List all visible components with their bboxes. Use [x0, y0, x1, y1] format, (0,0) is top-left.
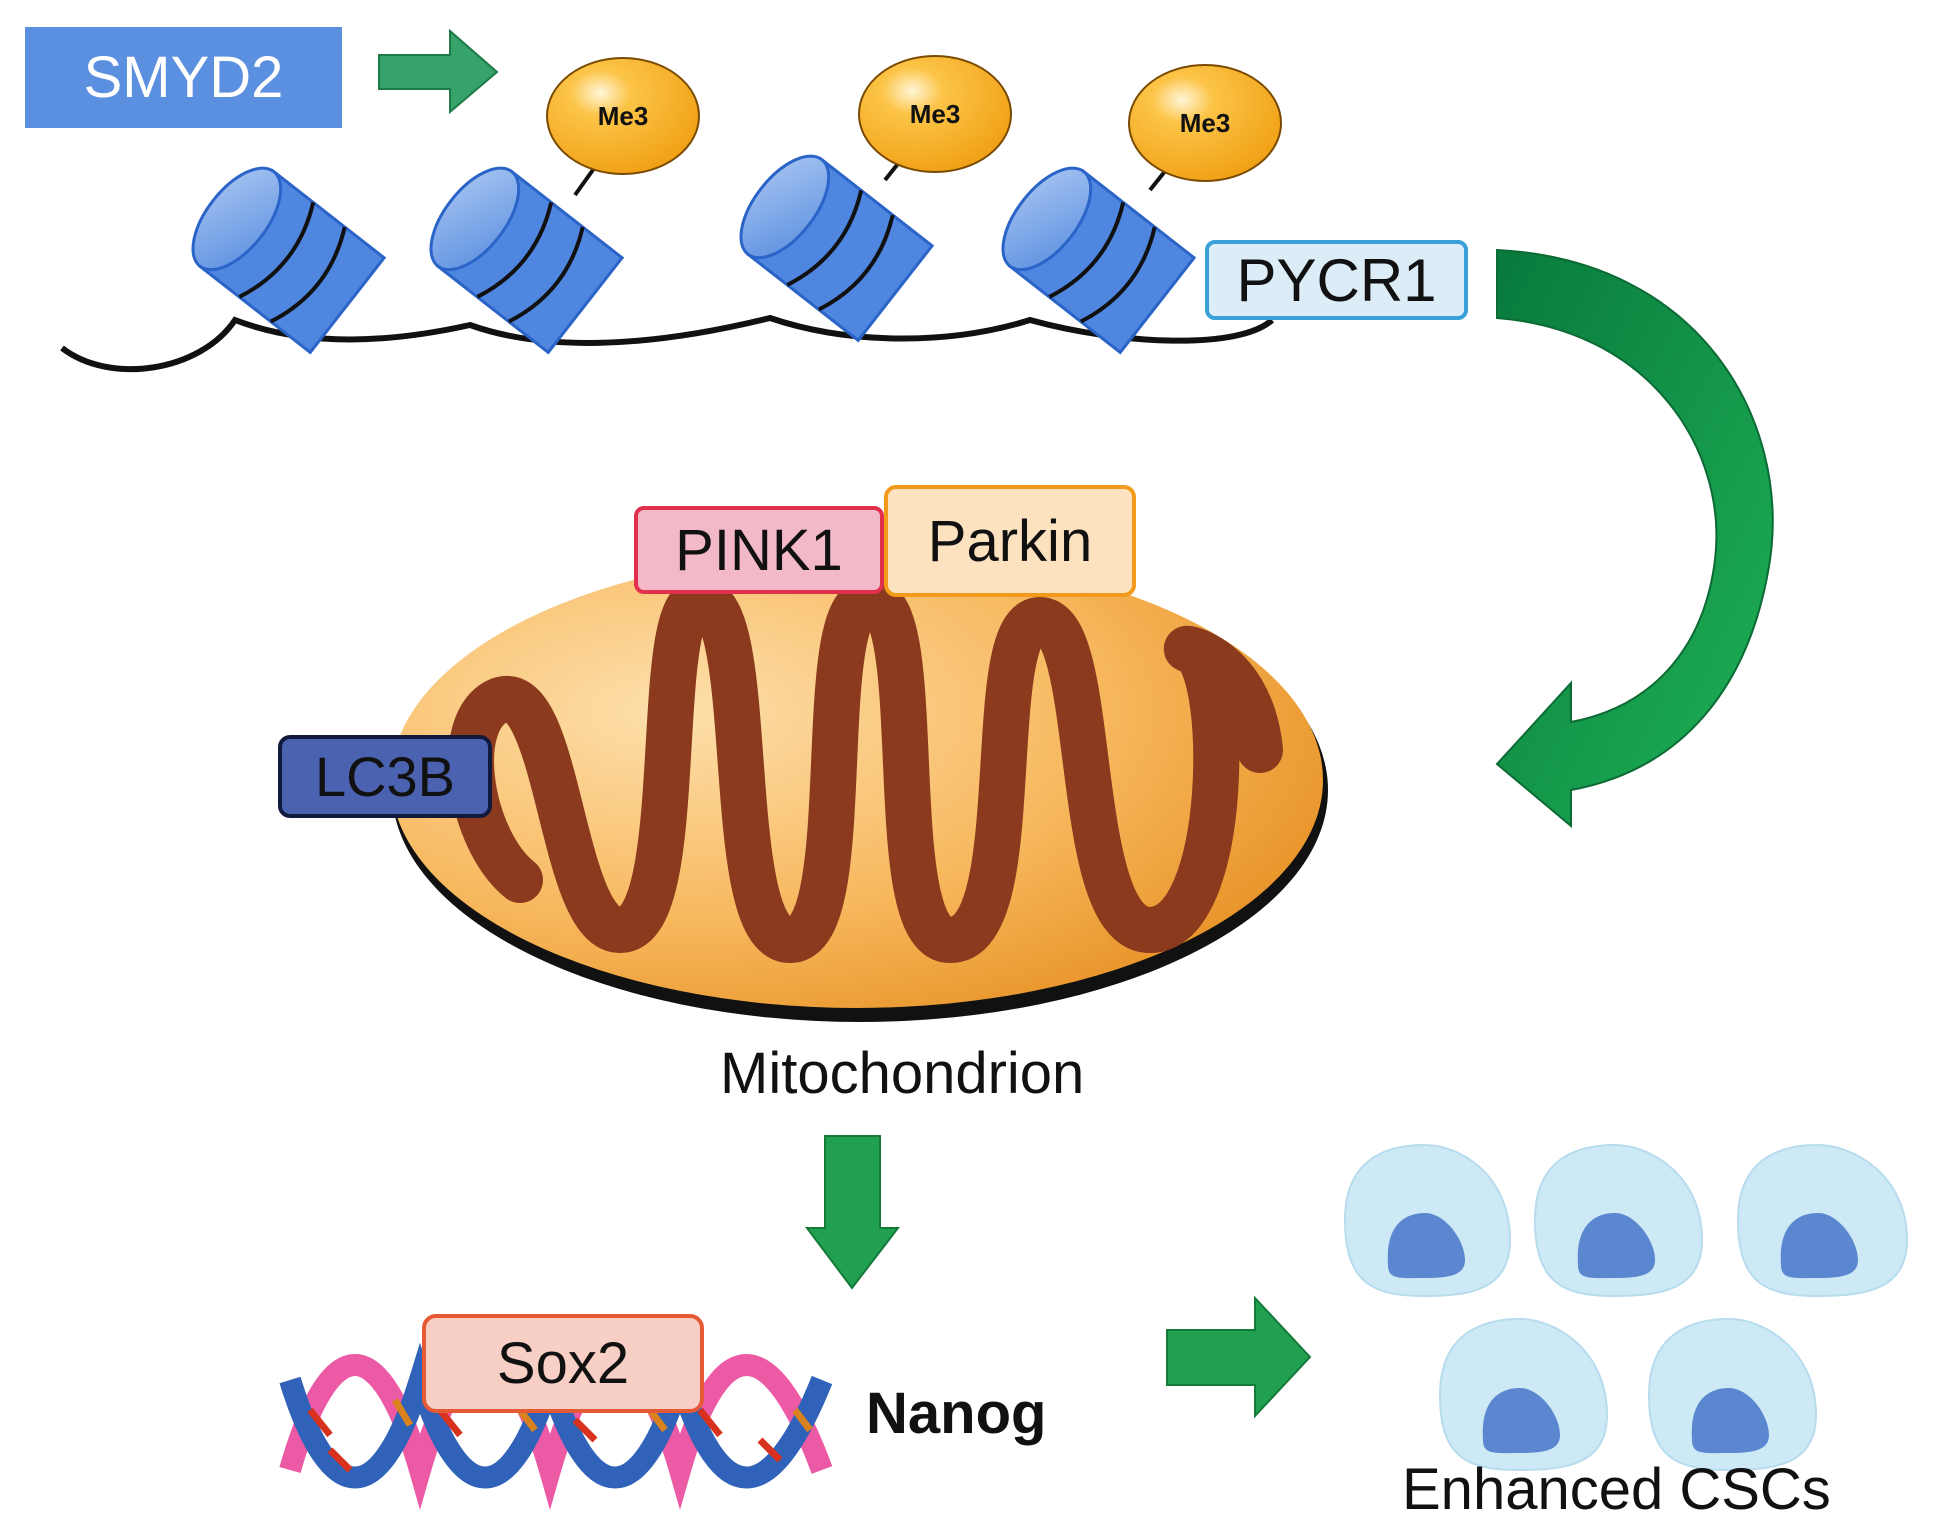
- curved-arrow-icon: [1495, 248, 1774, 829]
- mitochondrion: [391, 552, 1328, 1022]
- stem-cell: [1736, 1143, 1909, 1298]
- me3-mark: Me3: [858, 55, 1012, 173]
- stem-cell: [1343, 1143, 1512, 1298]
- me3-mark: Me3: [1128, 64, 1282, 182]
- sox2-box: Sox2: [422, 1314, 704, 1413]
- arrow-right-icon: [1166, 1295, 1312, 1419]
- smyd2-box: SMYD2: [25, 27, 342, 128]
- nucleosome: [429, 166, 625, 355]
- stem-cell: [1647, 1317, 1818, 1472]
- lc3b-label: LC3B: [314, 745, 456, 808]
- nucleosome: [739, 154, 935, 343]
- lc3b-box: LC3B: [278, 735, 492, 818]
- smyd2-label: SMYD2: [83, 45, 284, 110]
- pycr1-label: PYCR1: [1236, 246, 1437, 314]
- nucleosome: [1001, 166, 1197, 355]
- cristae: [448, 577, 1283, 963]
- pink1-box: PINK1: [634, 506, 884, 594]
- parkin-label: Parkin: [927, 508, 1093, 574]
- mitochondrion-label: Mitochondrion: [720, 1041, 1085, 1106]
- sox2-label: Sox2: [496, 1331, 630, 1396]
- dna-strand: [60, 314, 1275, 373]
- me3-label: Me3: [910, 99, 961, 129]
- nanog-label: Nanog: [866, 1381, 1047, 1446]
- stem-cell: [1533, 1143, 1704, 1298]
- me3-label: Me3: [598, 101, 649, 131]
- stem-cell: [1438, 1317, 1609, 1472]
- me3-mark: Me3: [546, 57, 700, 175]
- nucleosome: [191, 166, 387, 355]
- parkin-box: Parkin: [884, 485, 1136, 597]
- arrow-down-icon: [805, 1135, 901, 1290]
- me3-label: Me3: [1180, 108, 1231, 138]
- enhanced-cscs-label: Enhanced CSCs: [1402, 1457, 1831, 1522]
- arrow-right-icon: [378, 28, 499, 115]
- pink1-label: PINK1: [675, 517, 843, 583]
- pycr1-box: PYCR1: [1205, 240, 1468, 320]
